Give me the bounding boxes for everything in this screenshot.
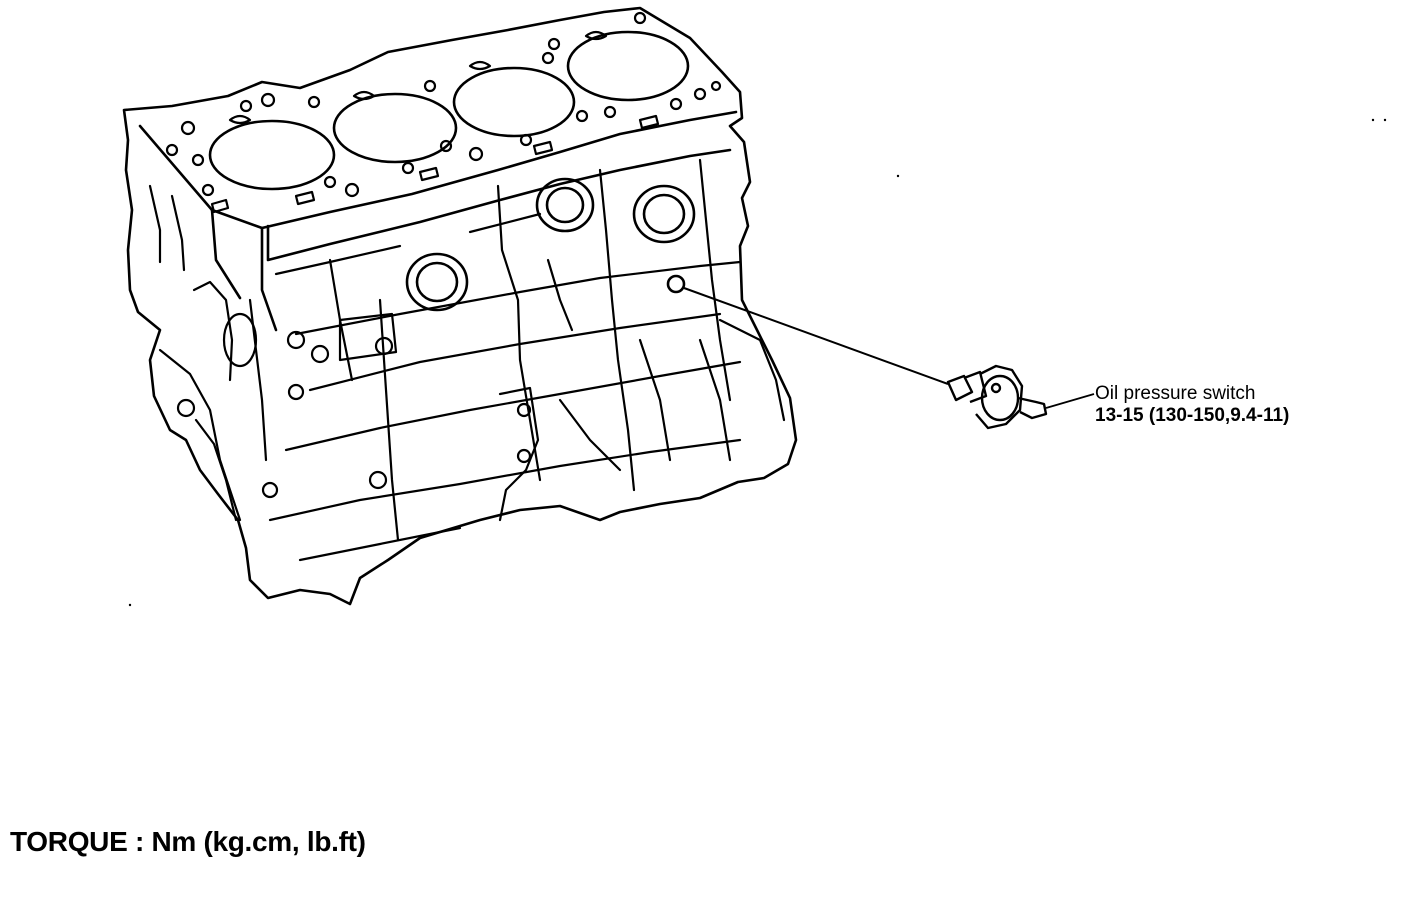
- core-plugs: [405, 177, 696, 312]
- leader-line: [683, 287, 949, 385]
- cylinder-bores: [208, 30, 690, 191]
- torque-spec: 13-15 (130-150,9.4-11): [1095, 405, 1290, 426]
- oil-pressure-switch: [946, 364, 1048, 430]
- switch-mount-hole: [666, 274, 686, 294]
- bosses: [261, 312, 540, 522]
- block-ribs: [248, 158, 786, 562]
- torque-units-note: TORQUE : Nm (kg.cm, lb.ft): [10, 826, 366, 857]
- block-left-side: [148, 184, 258, 522]
- callout-line: [1045, 393, 1095, 409]
- deck-lower-edge: [266, 148, 732, 262]
- deck-holes: [165, 11, 722, 214]
- engine-block-outline: [122, 6, 798, 606]
- component-label: Oil pressure switch: [1095, 383, 1256, 404]
- callout-oil-pressure-switch: Oil pressure switch 13-15 (130-150,9.4-1…: [1095, 383, 1289, 427]
- deck-edge: [138, 110, 738, 230]
- scan-specks: [128, 118, 1387, 607]
